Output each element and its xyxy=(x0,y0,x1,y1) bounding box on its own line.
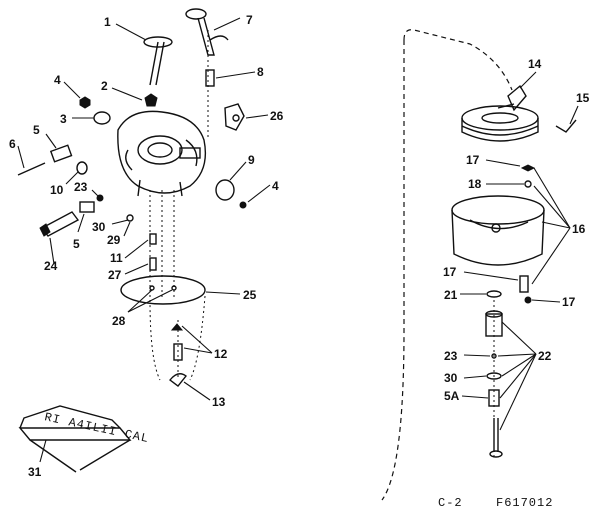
float-ring xyxy=(461,105,539,142)
part-29 xyxy=(126,214,134,222)
callout-18: 18 xyxy=(468,177,482,191)
part-11 xyxy=(149,233,157,245)
part-31-gauge: RI A4ILII CAL xyxy=(18,405,150,473)
callout-4-right: 4 xyxy=(272,179,279,193)
leader-lines-right xyxy=(460,71,579,431)
part-12 xyxy=(173,343,183,361)
callout-1: 1 xyxy=(104,15,111,29)
callout-15: 15 xyxy=(576,91,590,105)
callout-31: 31 xyxy=(28,465,42,479)
part-13 xyxy=(169,373,187,387)
part-5A xyxy=(488,389,500,407)
part-4-right xyxy=(239,201,247,209)
part-5-lower xyxy=(79,201,95,213)
callout-5-upper: 5 xyxy=(33,123,40,137)
callout-14: 14 xyxy=(528,57,542,71)
part-22-column xyxy=(485,310,503,337)
part-21 xyxy=(486,290,502,298)
callout-23-left: 23 xyxy=(74,180,88,194)
callout-7: 7 xyxy=(246,13,253,27)
callout-5-lower: 5 xyxy=(73,237,80,251)
callout-12: 12 xyxy=(214,347,228,361)
sheet-code: C-2 xyxy=(438,496,463,510)
callout-29: 29 xyxy=(107,233,121,247)
callout-4-left: 4 xyxy=(54,73,61,87)
callout-3: 3 xyxy=(60,112,67,126)
callout-8: 8 xyxy=(257,65,264,79)
callout-25: 25 xyxy=(243,288,257,302)
part-22-bolt xyxy=(489,418,503,458)
part-26 xyxy=(224,103,245,131)
part-15 xyxy=(555,119,577,133)
callout-22: 22 xyxy=(538,349,552,363)
callout-17-mid: 17 xyxy=(443,265,457,279)
callout-16: 16 xyxy=(572,222,586,236)
callout-10: 10 xyxy=(50,183,64,197)
part-5-upper xyxy=(49,144,73,163)
callout-30-right: 30 xyxy=(444,371,458,385)
callout-17-top: 17 xyxy=(466,153,480,167)
leader-lines-left xyxy=(17,17,271,463)
part-23-right xyxy=(491,353,497,359)
footer: C-2 F617012 xyxy=(438,496,553,510)
callout-11: 11 xyxy=(110,251,123,265)
part-10 xyxy=(76,161,88,175)
part-18 xyxy=(524,180,532,188)
part-17-needle xyxy=(519,275,529,293)
figure-number: F617012 xyxy=(496,496,553,510)
callout-17-right: 17 xyxy=(562,295,576,309)
part-23 xyxy=(96,194,104,202)
callout-2: 2 xyxy=(101,79,108,93)
part-27 xyxy=(149,257,157,271)
part-30-right xyxy=(486,372,502,380)
divider-line xyxy=(381,29,513,501)
part-3 xyxy=(93,111,111,125)
callout-28: 28 xyxy=(112,314,126,328)
part-17-top xyxy=(520,164,536,172)
part-25-gasket xyxy=(120,275,206,305)
callout-27: 27 xyxy=(108,268,122,282)
callout-labels: 1 7 8 2 4 3 26 5 6 9 10 23 4 30 29 5 11 … xyxy=(9,13,590,479)
part-7-shaft xyxy=(185,8,229,56)
part-24-needle xyxy=(39,211,80,237)
part-2 xyxy=(144,93,158,107)
part-16-bowl xyxy=(451,195,545,266)
callout-13: 13 xyxy=(212,395,226,409)
callout-5A: 5A xyxy=(444,389,460,403)
part-1-plate xyxy=(143,36,173,86)
callout-26: 26 xyxy=(270,109,284,123)
callout-21: 21 xyxy=(444,288,458,302)
part-6-pin xyxy=(17,162,46,176)
part-17-clip xyxy=(524,296,532,304)
carburetor-body xyxy=(117,110,207,197)
callout-23-right: 23 xyxy=(444,349,458,363)
callout-24: 24 xyxy=(44,259,58,273)
part-4-nut xyxy=(79,96,91,109)
callout-30-left: 30 xyxy=(92,220,106,234)
part-8 xyxy=(205,69,215,87)
callout-9: 9 xyxy=(248,153,255,167)
part-9 xyxy=(215,179,235,201)
callout-6: 6 xyxy=(9,137,16,151)
carburetor-assembly: RI A4ILII CAL xyxy=(17,8,247,473)
